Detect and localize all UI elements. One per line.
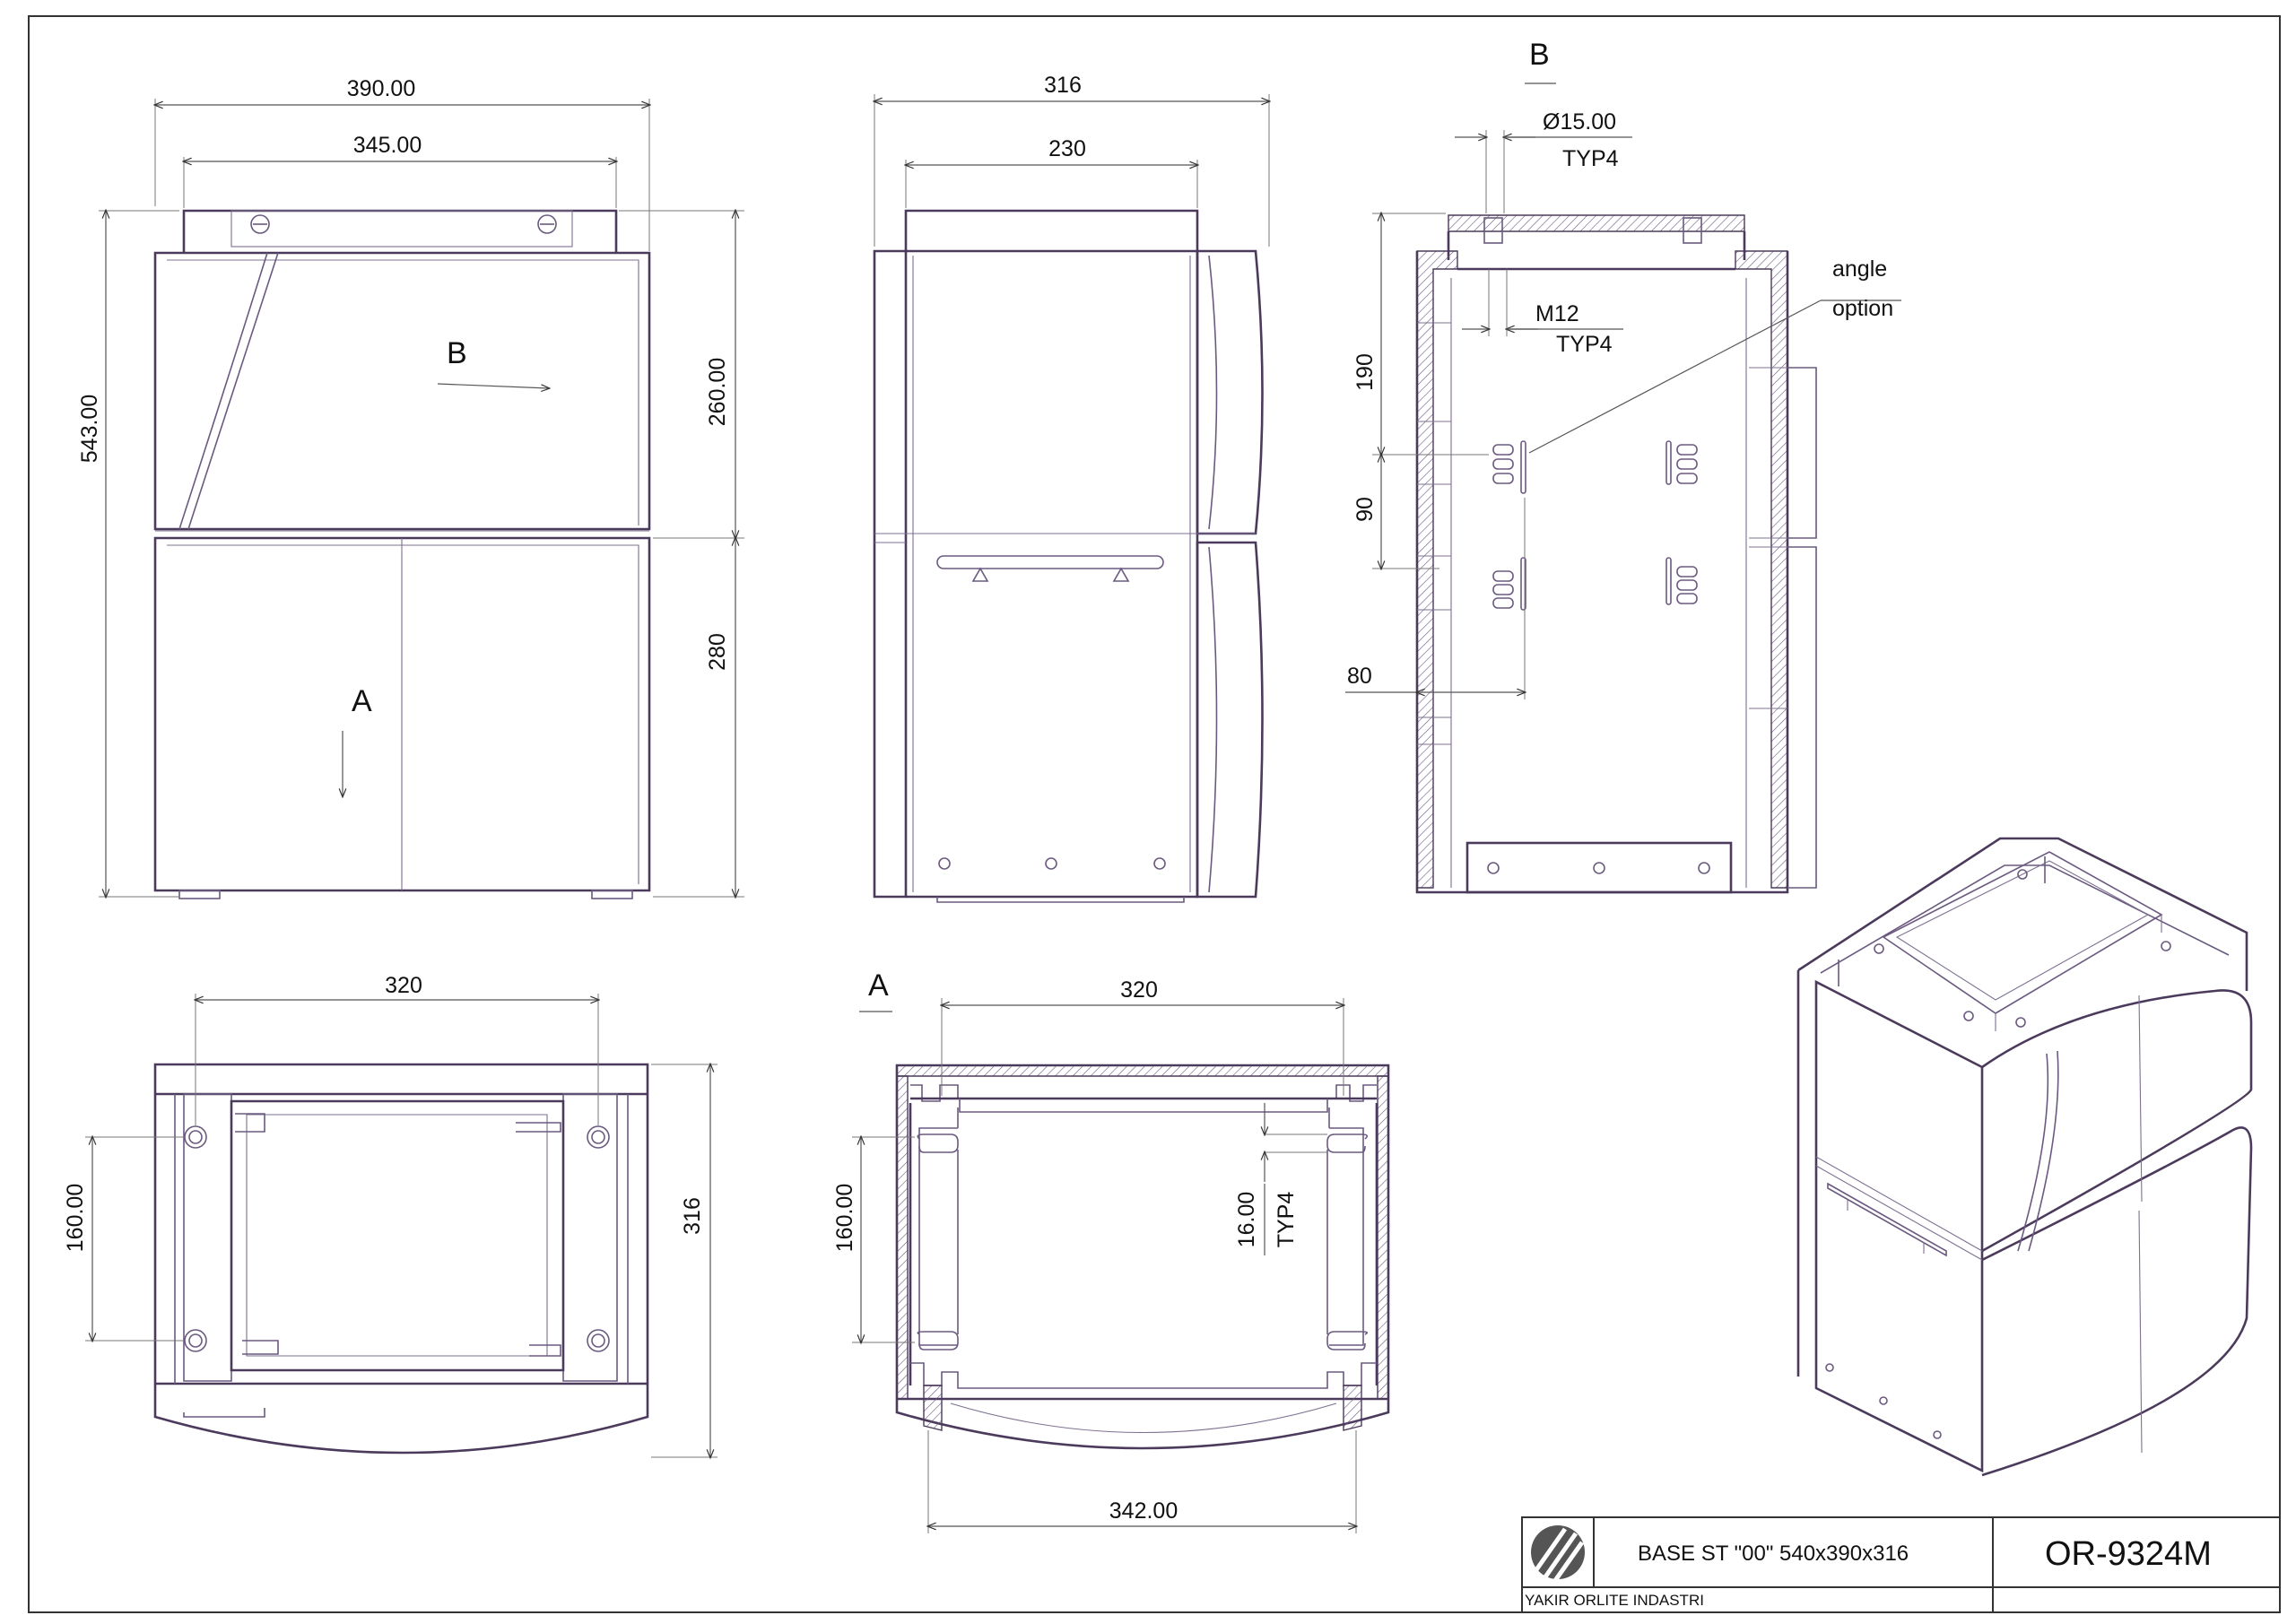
dim-front-height-total: 543.00: [77, 395, 102, 463]
section-b-dimensions: Ø15.00 TYP4 M12 TYP4 190 90 80: [1345, 109, 1632, 699]
dim-front-height-upper: 260.00: [705, 358, 730, 426]
dim-section-width: 80: [1347, 664, 1372, 689]
dim-thread: M12: [1535, 301, 1579, 326]
dim-section-a-slot: 16.00: [1234, 1192, 1259, 1248]
bottom-view: [153, 1063, 649, 1455]
dim-front-width-inner: 345.00: [353, 133, 422, 158]
dim-bottom-spacing: 160.00: [63, 1184, 88, 1252]
dim-side-width-outer: 316: [1044, 73, 1082, 98]
dim-front-width-outer: 390.00: [347, 76, 415, 101]
bottom-view-dimensions: 320 160.00 316: [63, 973, 718, 1457]
angle-note-line1: angle: [1832, 256, 1887, 282]
side-view: [873, 209, 1264, 903]
dim-section-a-slot-typ: TYP4: [1274, 1192, 1299, 1248]
front-view-dimensions: 390.00 345.00 543.00 260.00 280: [77, 76, 744, 897]
side-view-dimensions: 316 230: [874, 73, 1269, 247]
front-view: B A: [153, 209, 651, 899]
dim-hole-typ: TYP4: [1562, 146, 1619, 171]
dim-hole-diameter: Ø15.00: [1543, 109, 1616, 135]
dim-section-a-spacing: 160.00: [832, 1184, 857, 1252]
dim-side-width-inner: 230: [1048, 136, 1086, 161]
dim-section-a-width: 320: [1120, 977, 1158, 1003]
title-block-part-number: OR-9324M: [2045, 1535, 2212, 1573]
company-logo: [1531, 1525, 1585, 1584]
dim-section-height-1: 190: [1352, 353, 1378, 391]
section-a-title: A: [868, 968, 889, 1003]
section-a-dimensions: 320 160.00 16.00 TYP4 342.00: [832, 977, 1356, 1533]
dim-front-height-lower: 280: [705, 633, 730, 671]
section-b-view: B ang: [1415, 38, 1901, 894]
section-a-view: A: [859, 968, 1390, 1450]
section-b-title: B: [1529, 38, 1550, 72]
view-arrow-a-label: A: [352, 684, 372, 718]
dim-bottom-depth: 316: [680, 1197, 705, 1235]
isometric-view: [1796, 837, 2253, 1477]
dim-thread-typ: TYP4: [1556, 332, 1613, 357]
view-arrow-b-label: B: [447, 336, 467, 370]
title-block: BASE ST "00" 540x390x316 OR-9324M YAKIR …: [1521, 1516, 2281, 1613]
sheet-border: [28, 15, 2281, 1613]
dim-section-a-base-width: 342.00: [1109, 1498, 1178, 1524]
dim-section-height-2: 90: [1352, 497, 1378, 522]
title-block-company: YAKIR ORLITE INDASTRI: [1525, 1592, 1704, 1609]
title-block-title: BASE ST "00" 540x390x316: [1638, 1541, 1909, 1566]
angle-note-line2: option: [1832, 296, 1893, 321]
dim-bottom-width: 320: [385, 973, 422, 998]
